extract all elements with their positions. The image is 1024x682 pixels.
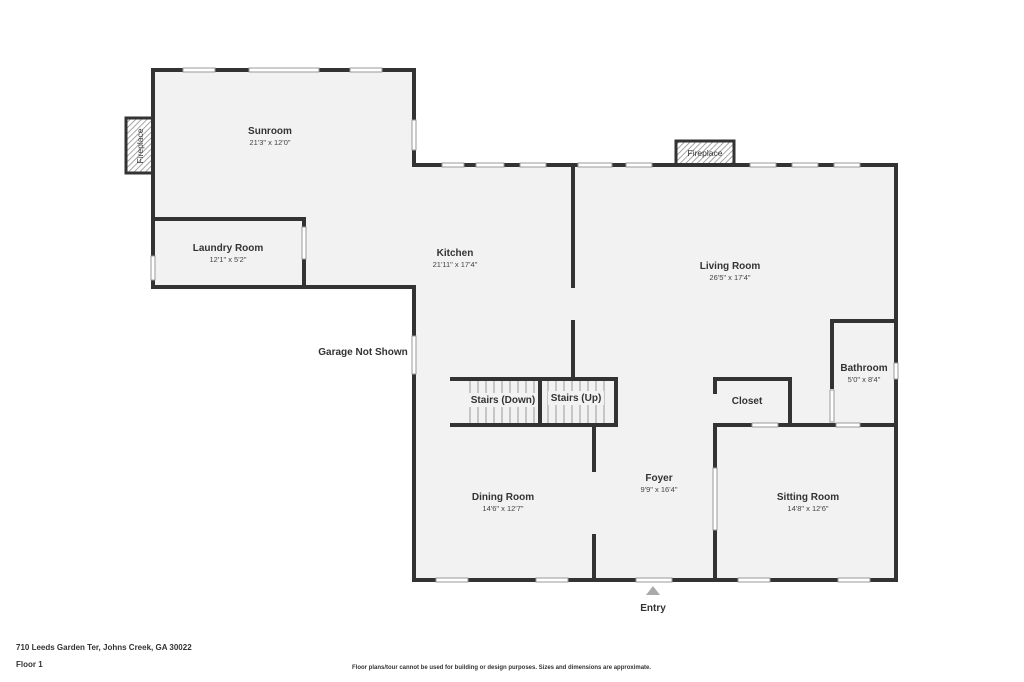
sunroom-dim: 21'3" x 12'0": [249, 138, 290, 147]
walls: [151, 68, 898, 582]
bathroom-name: Bathroom: [840, 363, 887, 374]
living-dim: 26'5" x 17'4": [709, 273, 750, 282]
foyer-name: Foyer: [645, 473, 672, 484]
laundry-dim: 12'1" x 5'2": [210, 255, 247, 264]
living-name: Living Room: [700, 261, 761, 272]
windows: [150, 67, 899, 583]
room-living: Living Room 26'5" x 17'4": [700, 261, 761, 282]
room-sunroom: Sunroom 21'3" x 12'0": [248, 126, 292, 147]
floor-label: Floor 1: [16, 660, 43, 669]
dining-dim: 14'6" x 12'7": [482, 504, 523, 513]
disclaimer-text: Floor plans/tour cannot be used for buil…: [352, 665, 652, 671]
stairs-up-name: Stairs (Up): [551, 393, 602, 404]
room-laundry: Laundry Room 12'1" x 5'2": [193, 243, 264, 264]
room-stairs-down: Stairs (Down): [468, 393, 538, 407]
kitchen-dim: 21'11" x 17'4": [433, 260, 478, 269]
bathroom-dim: 5'0" x 8'4": [848, 375, 881, 384]
room-closet: Closet: [732, 396, 763, 407]
closet-name: Closet: [732, 396, 763, 407]
garage-label: Garage Not Shown: [318, 347, 407, 358]
fireplace-left: Fireplace: [124, 116, 155, 175]
room-kitchen: Kitchen 21'11" x 17'4": [433, 248, 478, 269]
sunroom-name: Sunroom: [248, 126, 292, 137]
room-foyer: Foyer 9'9" x 16'4": [641, 473, 678, 494]
fireplace-top: Fireplace: [674, 139, 736, 167]
fireplace-left-label: Fireplace: [135, 128, 145, 163]
entry-arrow-icon: [646, 586, 660, 595]
entry-label: Entry: [640, 603, 666, 614]
foyer-dim: 9'9" x 16'4": [641, 485, 678, 494]
kitchen-name: Kitchen: [437, 248, 474, 259]
dining-name: Dining Room: [472, 492, 534, 503]
laundry-name: Laundry Room: [193, 243, 264, 254]
sitting-name: Sitting Room: [777, 492, 839, 503]
room-sitting: Sitting Room 14'8" x 12'6": [777, 492, 839, 513]
floor-fill: [153, 70, 896, 580]
fireplace-top-label: Fireplace: [688, 148, 723, 158]
address-text: 710 Leeds Garden Ter, Johns Creek, GA 30…: [16, 643, 192, 652]
stairs-down-name: Stairs (Down): [471, 395, 535, 406]
room-bathroom: Bathroom 5'0" x 8'4": [840, 363, 887, 384]
sitting-dim: 14'8" x 12'6": [787, 504, 828, 513]
room-stairs-up: Stairs (Up): [548, 391, 604, 405]
room-dining: Dining Room 14'6" x 12'7": [472, 492, 534, 513]
